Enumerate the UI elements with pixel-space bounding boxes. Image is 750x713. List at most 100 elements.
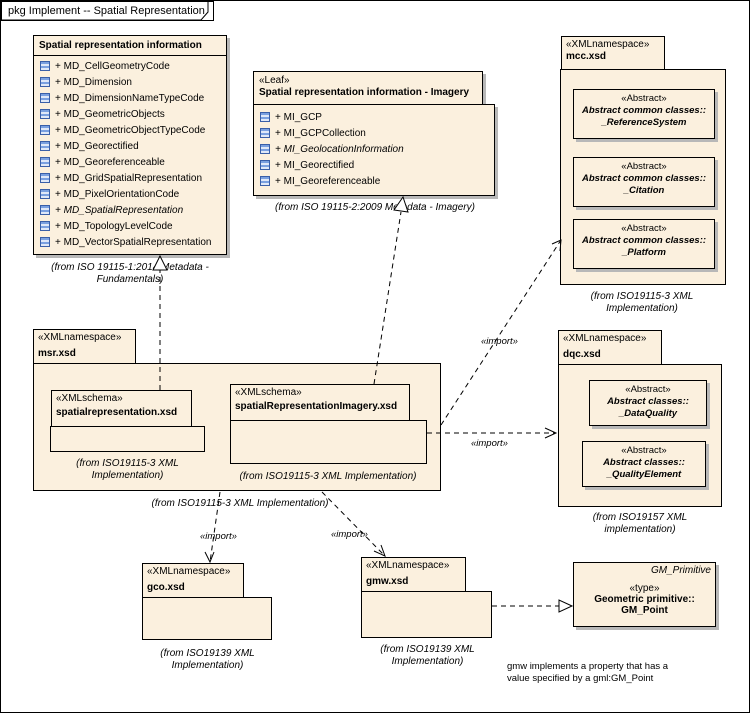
attribute-row[interactable]: + MI_GCP — [254, 109, 494, 125]
from-line-2: implementation) — [604, 524, 676, 535]
class-icon — [40, 157, 50, 167]
msr-name: msr.xsd — [38, 348, 76, 359]
from-line-1: (from ISO19139 XML — [380, 644, 475, 655]
attribute-row[interactable]: + MD_GeometricObjects — [34, 106, 226, 122]
attribute-row[interactable]: + MD_TopologyLevelCode — [34, 218, 226, 234]
msr-package-tab[interactable]: «XMLnamespace» msr.xsd — [33, 329, 136, 365]
class-stereotype: «Abstract» — [621, 161, 667, 172]
class-icon — [40, 205, 50, 215]
import-arrowhead-gmw — [373, 544, 386, 557]
class-icon — [40, 189, 50, 199]
attribute-row[interactable]: + MD_GeometricObjectTypeCode — [34, 122, 226, 138]
import-label-gco: «import» — [200, 531, 237, 542]
attribute-row[interactable]: + MD_SpatialRepresentation — [34, 202, 226, 218]
attribute-row[interactable]: + MD_Georeferenceable — [34, 154, 226, 170]
diagram-title: pkg Implement -- Spatial Representation — [1, 1, 214, 21]
gco-package-body[interactable] — [142, 597, 272, 640]
gm-point-line2: GM_Point — [621, 605, 668, 616]
class-name-line1: Abstract common classes:: — [581, 235, 707, 246]
imagery-schema-tab[interactable]: «XMLschema» spatialRepresentationImagery… — [230, 384, 410, 421]
imagery-stereotype: «Leaf» — [259, 75, 290, 86]
attribute-row[interactable]: + MI_Georeferenceable — [254, 173, 494, 189]
from-line-1: (from ISO19115-3 XML — [76, 458, 179, 469]
import-arrowhead-gco — [204, 551, 215, 564]
attribute-label: + MD_CellGeometryCode — [55, 60, 170, 72]
mcc-name: mcc.xsd — [566, 51, 607, 62]
from-note-dqc: (from ISO19157 XML implementation) — [560, 512, 720, 536]
note-line-1: gmw implements a property that has a — [507, 661, 669, 672]
attribute-row[interactable]: + MD_DimensionNameTypeCode — [34, 90, 226, 106]
attribute-label: + MD_GridSpatialRepresentation — [55, 172, 203, 184]
from-line-2: Fundamentals) — [96, 274, 164, 285]
attribute-row[interactable]: + MD_Dimension — [34, 74, 226, 90]
class-icon — [260, 128, 270, 138]
schema-stereotype: «XMLschema» — [235, 387, 302, 398]
abstract-class[interactable]: «Abstract»Abstract common classes::_Refe… — [573, 89, 715, 139]
spatial-representation-information-class[interactable]: Spatial representation information + MD_… — [33, 35, 227, 255]
mcc-stereotype: «XMLnamespace» — [566, 39, 650, 50]
attribute-row[interactable]: + MD_VectorSpatialRepresentation — [34, 234, 226, 250]
from-note-fundamentals: (from ISO 19115-1:2014 Metadata - Fundam… — [30, 262, 230, 286]
attribute-label: + MI_GeolocationInformation — [275, 143, 404, 155]
imagery-header: «Leaf» Spatial representation informatio… — [254, 72, 482, 98]
class-icon — [40, 109, 50, 119]
gm-primitive-package-label: GM_Primitive — [650, 565, 711, 576]
attribute-label: + MD_GeometricObjects — [55, 108, 165, 120]
class-icon — [260, 112, 270, 122]
gmw-name: gmw.xsd — [366, 576, 409, 587]
abstract-class[interactable]: «Abstract»Abstract classes::_QualityElem… — [582, 441, 706, 487]
class-name-line2: _QualityElement — [606, 469, 682, 480]
note-line-2: value specified by a gml:GM_Point — [507, 673, 654, 684]
attribute-row[interactable]: + MI_GeolocationInformation — [254, 141, 494, 157]
class-name-line2: _Citation — [623, 185, 665, 196]
abstract-class[interactable]: «Abstract»Abstract common classes::_Cita… — [573, 157, 715, 207]
realization-arrowhead-gm-point — [558, 599, 574, 613]
from-line-2: Implementation) — [606, 303, 678, 314]
dqc-package-tab[interactable]: «XMLnamespace» dqc.xsd — [558, 330, 662, 366]
class-icon — [40, 125, 50, 135]
class-icon — [40, 141, 50, 151]
class-icon — [40, 61, 50, 71]
from-note-schema2: (from ISO19115-3 XML Implementation) — [239, 471, 417, 482]
attribute-row[interactable]: + MD_Georectified — [34, 138, 226, 154]
attribute-label: + MD_PixelOrientationCode — [55, 188, 180, 200]
gmw-note: gmw implements a property that has a val… — [507, 661, 668, 685]
class-name-line2: _DataQuality — [618, 408, 678, 419]
gmw-stereotype: «XMLnamespace» — [366, 560, 450, 571]
class-name-line1: Abstract common classes:: — [581, 173, 707, 184]
from-note-gmw: (from ISO19139 XML Implementation) — [350, 644, 505, 668]
class-icon — [40, 77, 50, 87]
gm-point-class[interactable]: GM_Primitive «type» Geometric primitive:… — [573, 562, 716, 627]
from-line-1: (from ISO19115-3 XML — [590, 291, 694, 302]
attribute-label: + MD_Georectified — [55, 140, 139, 152]
from-line-1: (from ISO 19115-1:2014 Metadata - — [51, 262, 209, 273]
import-label-mcc: «import» — [481, 336, 518, 347]
attribute-row[interactable]: + MI_GCPCollection — [254, 125, 494, 141]
attribute-label: + MD_VectorSpatialRepresentation — [55, 236, 212, 248]
gm-point-line1: Geometric primitive:: — [594, 594, 695, 605]
attribute-row[interactable]: + MI_Georectified — [254, 157, 494, 173]
attribute-label: + MD_Dimension — [55, 76, 132, 88]
attribute-row[interactable]: + MD_GridSpatialRepresentation — [34, 170, 226, 186]
spatialrepresentation-schema-body[interactable] — [50, 426, 205, 452]
attribute-row[interactable]: + MD_PixelOrientationCode — [34, 186, 226, 202]
class-icon — [260, 144, 270, 154]
from-note-gco: (from ISO19139 XML Implementation) — [130, 648, 285, 672]
gco-package-tab[interactable]: «XMLnamespace» gco.xsd — [142, 563, 244, 599]
imagery-title: Spatial representation information - Ima… — [259, 87, 470, 98]
from-line-1: (from ISO19139 XML — [160, 648, 255, 659]
from-note-schema1: (from ISO19115-3 XML Implementation) — [50, 458, 205, 482]
attribute-label: + MI_Georectified — [275, 159, 355, 171]
imagery-schema-body[interactable] — [230, 420, 427, 464]
attribute-label: + MD_Georeferenceable — [55, 156, 165, 168]
abstract-class[interactable]: «Abstract»Abstract classes::_DataQuality — [589, 380, 707, 426]
import-arrowhead-dqc — [544, 427, 558, 439]
attribute-label: + MD_GeometricObjectTypeCode — [55, 124, 206, 136]
msr-stereotype: «XMLnamespace» — [38, 332, 122, 343]
attribute-list: + MD_CellGeometryCode + MD_Dimension + MD_… — [34, 56, 226, 250]
attribute-row[interactable]: + MD_CellGeometryCode — [34, 58, 226, 74]
abstract-class[interactable]: «Abstract»Abstract common classes::_Plat… — [573, 219, 715, 269]
from-line-2: Implementation) — [391, 656, 464, 667]
gmw-package-body[interactable] — [361, 591, 492, 638]
class-name-line1: Abstract common classes:: — [581, 105, 707, 116]
